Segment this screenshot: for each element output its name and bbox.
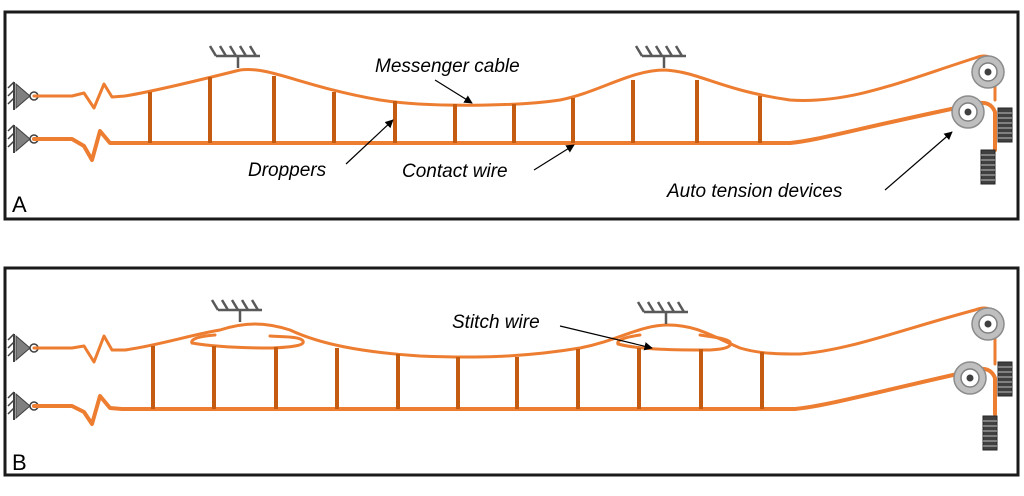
weight-icon [980, 149, 996, 185]
weight-icon [997, 107, 1013, 143]
stitch-wire [190, 333, 217, 345]
pulley-icon [971, 307, 1005, 341]
messenger-cable [32, 54, 997, 110]
stitch-wire [190, 334, 305, 350]
weight-icon [997, 361, 1013, 397]
stitch-wire-label: Stitch wire [452, 312, 540, 333]
auto-tension-label: Auto tension devices [666, 181, 843, 202]
contact-wire-label: Contact wire [402, 161, 508, 182]
pulley-icon [971, 55, 1005, 89]
panel-b: Stitch wire B [3, 266, 1020, 477]
panel-a-frame [3, 10, 1020, 221]
messenger-cable [32, 306, 997, 366]
droppers-label: Droppers [248, 160, 327, 181]
droppers [148, 76, 762, 143]
panel-b-frame [3, 266, 1020, 477]
weight-icon [982, 415, 998, 451]
panel-letter-a: A [12, 192, 27, 217]
panel-letter-b: B [12, 450, 27, 475]
messenger-cable-label: Messenger cable [375, 56, 520, 77]
contact-wire [32, 366, 997, 426]
panel-a: Messenger cable Droppers Contact wire Au… [3, 10, 1020, 221]
stitch-wire [616, 333, 732, 352]
pulley-icon [951, 95, 985, 129]
droppers [151, 346, 764, 409]
pulley-icon [953, 361, 987, 395]
stitch-wire [616, 333, 642, 346]
contact-wire [32, 100, 997, 162]
